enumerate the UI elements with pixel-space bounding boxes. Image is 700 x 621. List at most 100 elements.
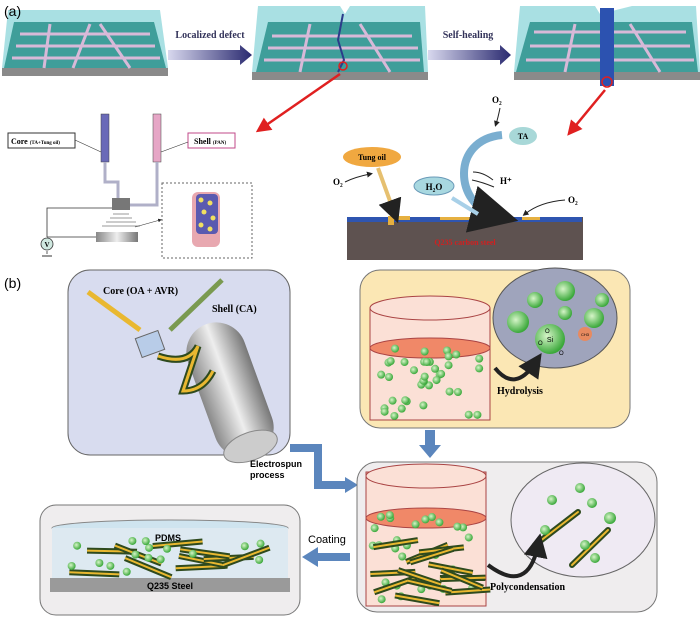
fiber-core: [222, 546, 270, 567]
particle: [445, 387, 454, 396]
particle: [141, 537, 150, 546]
particle: [432, 376, 441, 385]
particle: [256, 539, 265, 548]
particle: [73, 541, 82, 550]
particle: [475, 354, 484, 363]
coating-intact: [2, 10, 168, 76]
particle: [464, 533, 473, 542]
coating-healed: [514, 6, 700, 88]
hydrolysis-inset: [492, 267, 618, 369]
ta-label: TA: [518, 132, 529, 141]
o2-label-top: O₂: [492, 95, 502, 105]
tung-oil-label: Tung oil: [358, 153, 387, 162]
fiber-core: [445, 588, 491, 594]
particle: [385, 372, 394, 381]
h2o-bubble: [413, 176, 455, 196]
particle: [420, 347, 429, 356]
fiber-core: [407, 579, 452, 592]
electrospinning-box: Core (OA + AVR) Shell (CA): [67, 269, 291, 464]
coating-label: Coating: [308, 534, 346, 546]
svg-text:Shell (PAN): Shell (PAN): [194, 137, 226, 146]
fiber-core: [152, 540, 203, 547]
si-label: Si: [547, 337, 554, 344]
electrospun-label: Electrospun: [250, 459, 302, 469]
shell-label-box: [187, 132, 236, 149]
fiber-core: [428, 563, 473, 574]
step-arrow-self-healing: Self-healing: [428, 30, 511, 65]
particle: [444, 352, 453, 361]
ta-curved-arrow: [460, 131, 519, 233]
particle: [381, 578, 390, 587]
particle: [95, 559, 104, 568]
process-label: process: [250, 470, 285, 480]
coating-flow-arrow: Coating: [302, 534, 350, 567]
fiber-core: [69, 571, 120, 576]
particle: [377, 595, 386, 604]
fiber-core: [373, 539, 419, 549]
red-zoom-arrow-right: [567, 89, 606, 136]
fiber-core: [180, 548, 230, 558]
h2o-label: H₂O: [426, 182, 443, 192]
particle: [122, 567, 131, 576]
composite-fibers: [370, 537, 491, 607]
shell-syringe-b: [168, 278, 224, 332]
particle: [411, 520, 420, 529]
particle: [188, 549, 197, 558]
particle: [391, 344, 400, 353]
ch3-label: CH3: [581, 332, 590, 337]
particle: [421, 515, 430, 524]
particle: [106, 561, 115, 570]
particle: [427, 513, 436, 522]
tung-oil-bubble: [343, 147, 401, 167]
healing-mechanism: Q235 carbon steel Tung oil O₂ TA O₂ H₂O …: [333, 95, 583, 260]
particle: [452, 350, 461, 359]
o2-label-right: O₂: [568, 195, 578, 205]
polycondensation-label: Polycondensation: [490, 582, 565, 593]
shell-composition: (PAN): [213, 141, 227, 146]
svg-text:Core (TA+Tung oil): Core (TA+Tung oil): [11, 137, 60, 146]
particle: [464, 410, 473, 419]
fiber-inset: [161, 182, 253, 259]
particle: [409, 366, 418, 375]
shell-syringe: [152, 113, 162, 163]
voltage-symbol: V: [44, 241, 49, 249]
particle: [385, 511, 394, 520]
o-label-3: O: [559, 351, 564, 357]
hydrolysis-label: Hydrolysis: [497, 386, 543, 397]
particle: [419, 401, 428, 410]
particle: [390, 411, 399, 420]
localized-defect-label: Localized defect: [175, 30, 245, 41]
particle: [473, 410, 482, 419]
particle: [453, 388, 462, 397]
particle: [422, 357, 431, 366]
electrospun-flow-arrow: [290, 444, 345, 489]
fiber-core: [178, 554, 229, 567]
particle: [131, 550, 140, 559]
particle: [380, 407, 389, 416]
o2-label-left: O₂: [333, 177, 343, 187]
steel-substrate-b: [50, 578, 290, 592]
particle: [388, 396, 397, 405]
shell-label-b: Shell (CA): [212, 304, 257, 315]
coating-fibers: [67, 536, 271, 580]
particle: [431, 364, 440, 373]
particle: [255, 555, 264, 564]
particle: [240, 542, 249, 551]
particle: [163, 544, 172, 553]
fiber-core: [124, 557, 172, 579]
particle: [444, 361, 453, 370]
coaxial-electrospinning-setup: V Core (TA+Tung oil) Shell (PAN): [7, 113, 253, 259]
particle: [145, 543, 154, 552]
particle: [475, 364, 484, 373]
o-label-1: O: [545, 329, 550, 335]
core-syringe-b: [86, 289, 142, 333]
panel-a-label: (a): [4, 3, 21, 19]
particle: [397, 404, 406, 413]
hydrolysis-box: Si CH3 O O O Hydrolysis: [359, 267, 631, 429]
down-flow-arrow: [419, 430, 441, 458]
ta-bubble: [509, 127, 537, 145]
particle: [435, 518, 444, 527]
fiber-core: [440, 569, 484, 589]
fiber-core: [397, 569, 442, 586]
